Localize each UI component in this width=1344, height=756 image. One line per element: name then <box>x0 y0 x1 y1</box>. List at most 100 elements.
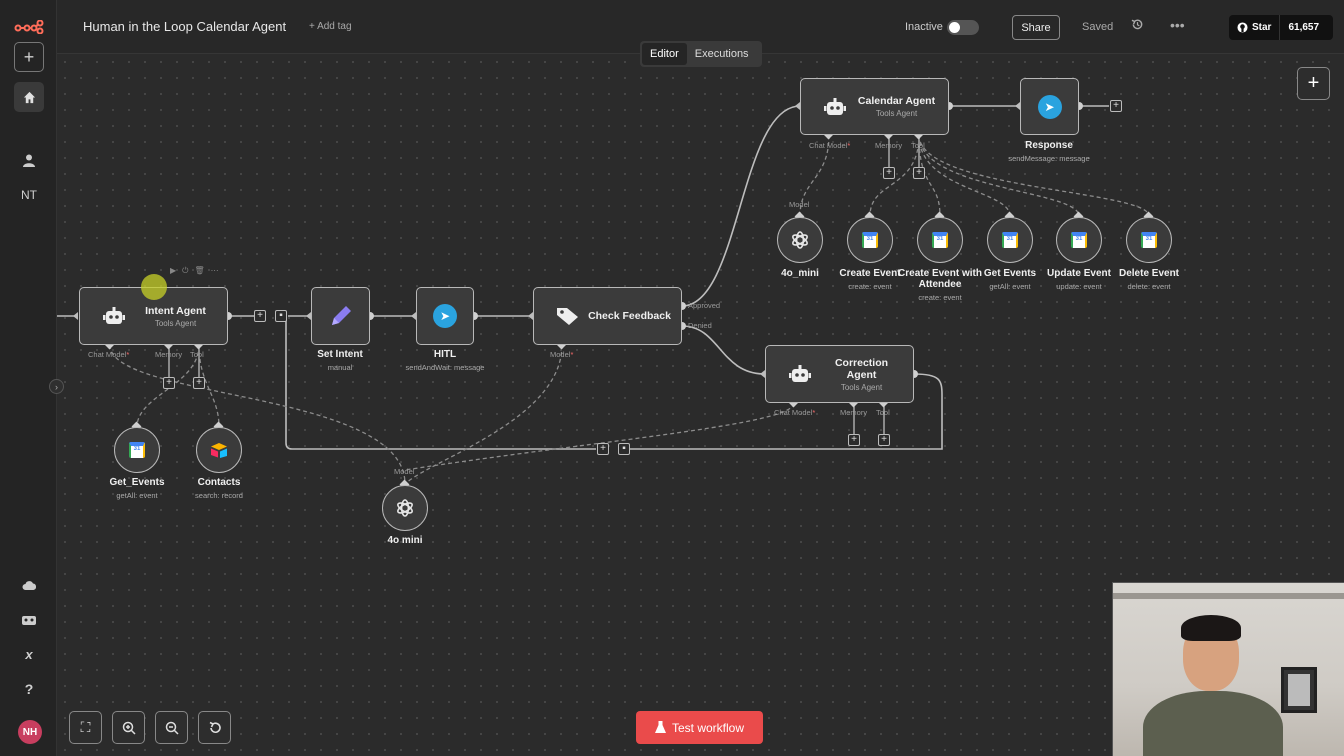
templates-icon[interactable] <box>14 604 44 634</box>
webcam-ceiling-pipe <box>1113 593 1344 599</box>
chevron-right-icon[interactable]: › <box>49 379 64 394</box>
node-title: HITL <box>433 349 457 360</box>
variables-icon[interactable]: x <box>25 646 33 662</box>
test-workflow-button[interactable]: Test workflow <box>636 711 763 744</box>
pencil-icon <box>331 306 351 325</box>
node-subtitle: sendMessage: message <box>1008 154 1090 163</box>
google-calendar-icon <box>1002 232 1018 248</box>
node-get-events-label: Get Events getAll: event <box>940 268 1080 291</box>
node-title: Response <box>1025 140 1073 151</box>
saved-status: Saved <box>1082 21 1114 33</box>
home-icon[interactable] <box>14 82 44 112</box>
node-subtitle: update: event <box>1056 282 1102 291</box>
node-subtitle: create: event <box>918 293 962 302</box>
node-calendar-agent[interactable]: Calendar Agent Tools Agent <box>800 78 949 135</box>
node-title: Intent Agent <box>145 304 206 317</box>
node-subtitle: manual <box>327 363 353 372</box>
node-update-event[interactable] <box>1056 217 1102 263</box>
node-title: Create Event with Attendee <box>898 268 982 290</box>
node-title: Check Feedback <box>588 310 671 322</box>
node-get-events[interactable] <box>987 217 1033 263</box>
fit-view-icon[interactable]: ⛶ <box>69 711 102 744</box>
node-subtitle: sendAndWait: message <box>405 363 485 372</box>
node-subtitle: getAll: event <box>116 491 158 500</box>
node-correction-agent[interactable]: Correction Agent Tools Agent <box>765 345 914 403</box>
flask-icon <box>654 721 666 733</box>
add-memory-plus[interactable]: + <box>848 434 860 446</box>
n8n-logo-icon[interactable] <box>14 12 44 42</box>
google-calendar-icon <box>932 232 948 248</box>
node-subtitle: delete: event <box>1127 282 1171 291</box>
tag-icon <box>556 306 580 326</box>
tab-executions[interactable]: Executions <box>694 48 749 60</box>
delete-connection-icon[interactable]: ▪ <box>275 310 287 322</box>
node-create-event-attendee-label: Create Event with Attendee create: event <box>870 268 1010 302</box>
node-hitl[interactable]: ➤ <box>416 287 474 345</box>
port-tool: Tool <box>876 408 890 417</box>
github-icon <box>1237 22 1248 33</box>
add-memory-plus[interactable]: + <box>163 377 175 389</box>
test-workflow-label: Test workflow <box>671 720 745 735</box>
robot-icon <box>102 307 126 325</box>
add-plus-icon[interactable]: + <box>14 42 44 72</box>
insert-node-plus[interactable]: + <box>254 310 266 322</box>
google-calendar-icon <box>1071 232 1087 248</box>
openai-icon <box>792 231 808 249</box>
more-icon[interactable]: ••• <box>1170 17 1185 33</box>
add-tool-plus[interactable]: + <box>878 434 890 446</box>
avatar[interactable]: NH <box>18 720 42 744</box>
port-memory: Memory <box>840 408 868 417</box>
node-hover-toolbar[interactable]: ▶⏻🗑⋯ <box>170 266 225 275</box>
delete-connection-icon[interactable]: ▪ <box>618 443 630 455</box>
history-icon[interactable] <box>1131 18 1144 34</box>
node-4o-mini-top[interactable] <box>777 217 823 263</box>
node-hitl-label: HITL sendAndWait: message <box>375 349 515 372</box>
add-tool-plus[interactable]: + <box>913 167 925 179</box>
add-tag-link[interactable]: + Add tag <box>309 21 352 32</box>
add-node-button[interactable]: + <box>1297 67 1330 100</box>
node-get-events-left[interactable] <box>114 427 160 473</box>
reset-zoom-icon[interactable] <box>198 711 231 744</box>
webcam-wall-frame <box>1281 667 1317 713</box>
node-title: Update Event <box>1047 268 1111 279</box>
node-update-event-label: Update Event update: event <box>1009 268 1149 291</box>
header-bar: Human in the Loop Calendar Agent + Add t… <box>57 0 1344 54</box>
node-contacts[interactable] <box>196 427 242 473</box>
project-initials[interactable]: NT <box>21 188 37 202</box>
help-icon[interactable]: ? <box>24 681 34 697</box>
share-button[interactable]: Share <box>1012 15 1060 40</box>
node-4o-mini-bottom[interactable] <box>382 485 428 531</box>
node-4o-mini-bottom-label: 4o mini <box>335 535 475 546</box>
node-subtitle: Tools Agent <box>154 318 197 328</box>
port-chat-model: Chat Model* <box>88 350 130 359</box>
node-contacts-label: Contacts search: record <box>149 477 289 500</box>
add-tool-plus[interactable]: + <box>193 377 205 389</box>
tab-editor[interactable]: Editor <box>642 43 687 65</box>
node-check-feedback[interactable]: Check Feedback <box>533 287 682 345</box>
webcam-person-body <box>1143 691 1283 756</box>
node-create-event[interactable] <box>847 217 893 263</box>
node-response[interactable]: ➤ <box>1020 78 1079 135</box>
zoom-in-icon[interactable] <box>112 711 145 744</box>
user-icon[interactable] <box>14 145 44 175</box>
webcam-person-hair <box>1181 615 1241 641</box>
node-delete-event[interactable] <box>1126 217 1172 263</box>
active-toggle[interactable] <box>947 20 979 35</box>
cloud-icon[interactable] <box>14 570 44 600</box>
robot-icon <box>788 365 812 383</box>
node-set-intent[interactable] <box>311 287 370 345</box>
zoom-out-icon[interactable] <box>155 711 188 744</box>
node-subtitle: getAll: event <box>989 282 1031 291</box>
node-delete-event-label: Delete Event delete: event <box>1079 268 1219 291</box>
github-star-label-wrap: Star <box>1229 15 1281 40</box>
google-calendar-icon <box>862 232 878 248</box>
add-memory-plus[interactable]: + <box>883 167 895 179</box>
insert-node-plus[interactable]: + <box>597 443 609 455</box>
node-create-event-attendee[interactable] <box>917 217 963 263</box>
airtable-icon <box>211 443 227 458</box>
add-next-node-plus[interactable]: + <box>1110 100 1122 112</box>
github-star-button[interactable]: Star 61,657 <box>1229 15 1333 40</box>
workflow-title[interactable]: Human in the Loop Calendar Agent <box>83 19 287 34</box>
node-title: Correction Agent <box>834 356 889 381</box>
node-title: Delete Event <box>1118 268 1180 279</box>
